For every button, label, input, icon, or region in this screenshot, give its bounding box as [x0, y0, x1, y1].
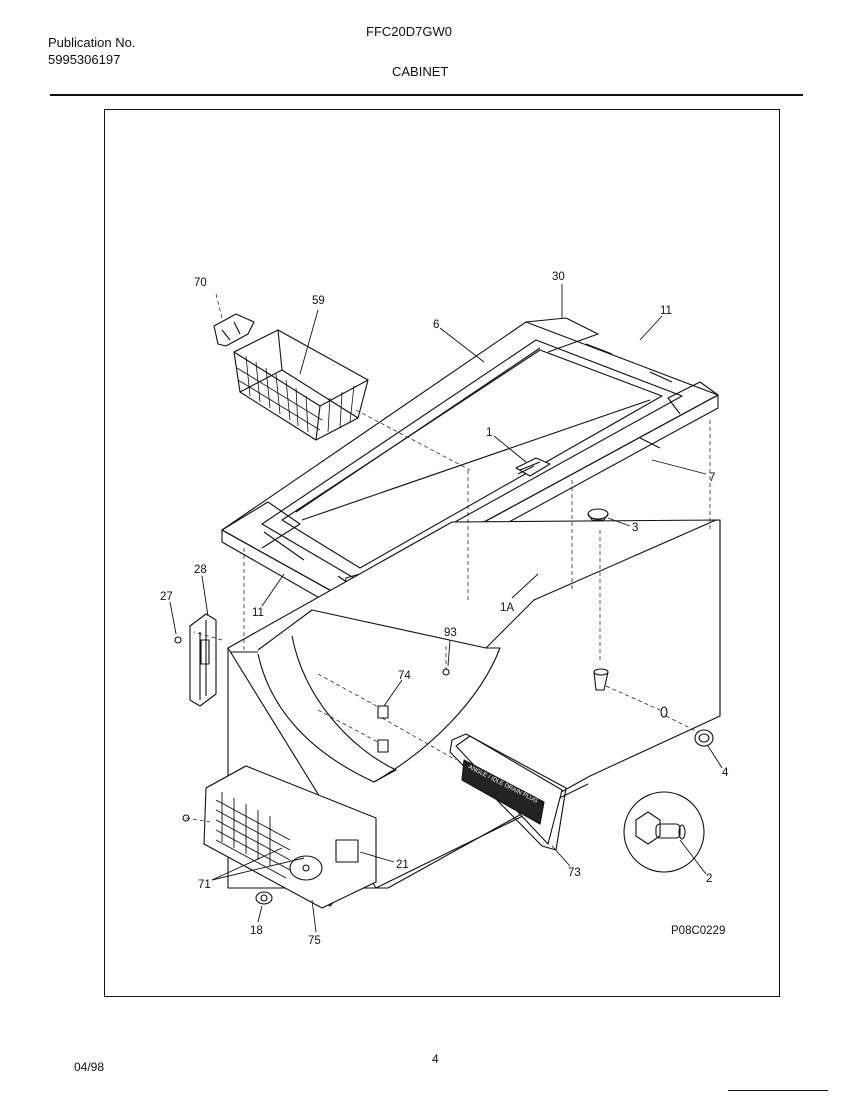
header-rule	[50, 94, 803, 96]
section-title: CABINET	[392, 64, 449, 79]
drain-plate	[449, 733, 567, 851]
callout-11-bottom: 11	[252, 607, 264, 619]
wire-basket	[233, 329, 369, 441]
footer-rule	[728, 1090, 828, 1091]
callout-59: 59	[312, 295, 325, 307]
diagram-frame	[104, 109, 780, 997]
callout-11-top: 11	[660, 305, 672, 317]
front-grille	[182, 765, 377, 909]
callout-30: 30	[552, 271, 565, 283]
callout-93: 93	[444, 627, 457, 639]
callout-71: 71	[198, 879, 211, 891]
callout-18: 18	[250, 925, 263, 937]
callout-7: 7	[709, 472, 715, 484]
callout-2: 2	[706, 873, 712, 885]
model-number: FFC20D7GW0	[366, 24, 452, 39]
callout-6: 6	[433, 319, 439, 331]
publication-number: 5995306197	[48, 52, 121, 67]
callout-1a: 1A	[500, 602, 514, 614]
callout-21: 21	[396, 859, 409, 871]
callout-73: 73	[568, 867, 581, 879]
basket-hanger	[213, 313, 255, 347]
callout-75: 75	[308, 935, 321, 947]
callout-74: 74	[398, 670, 411, 682]
drain-parts	[587, 508, 714, 873]
lid-latch	[515, 457, 551, 477]
callout-27: 27	[160, 591, 173, 603]
callout-4: 4	[722, 767, 729, 779]
footer-date: 04/98	[74, 1060, 105, 1074]
callout-70: 70	[194, 277, 207, 289]
callout-1: 1	[486, 427, 492, 439]
callout-28: 28	[194, 564, 207, 576]
callout-3: 3	[632, 522, 638, 534]
drawing-reference: P08C0229	[671, 925, 726, 937]
page-number: 4	[432, 1052, 439, 1066]
publication-label: Publication No.	[48, 35, 136, 50]
hinge-assembly	[174, 613, 217, 707]
